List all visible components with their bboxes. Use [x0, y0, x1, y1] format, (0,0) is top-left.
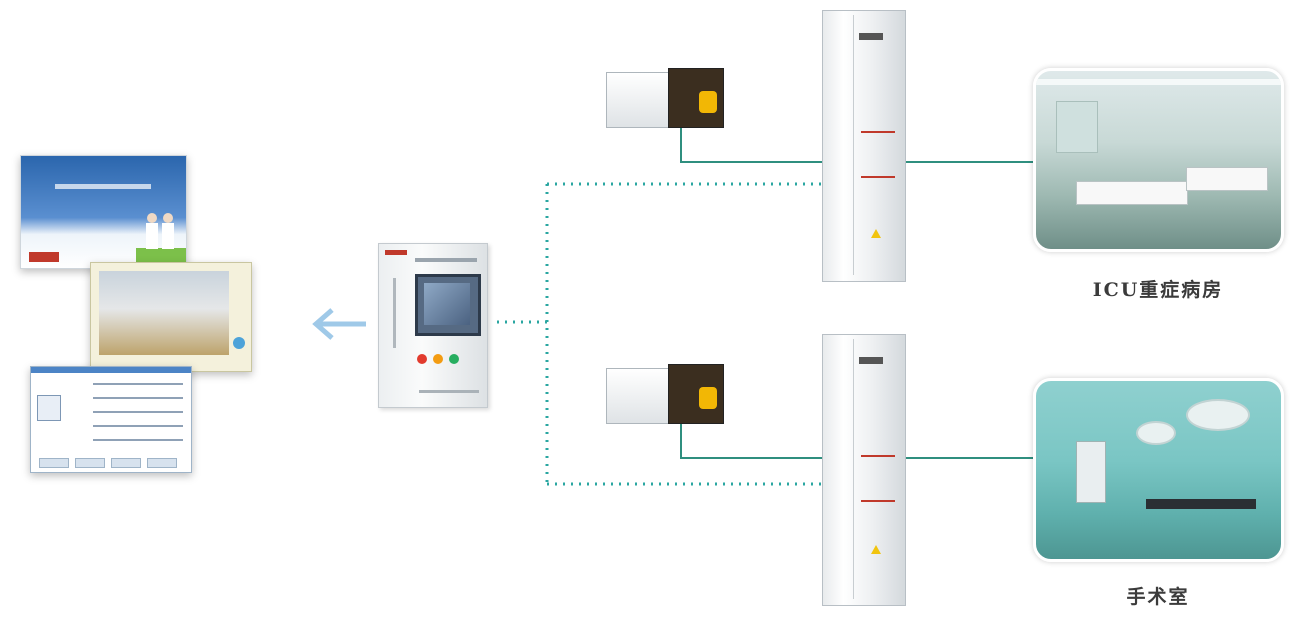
footer-tab	[147, 458, 177, 468]
hospital-bed	[1186, 167, 1268, 191]
ats-switch-icon	[606, 364, 724, 426]
cabinet-indicator-strip	[861, 500, 895, 502]
ats-switch-icon	[606, 68, 724, 130]
controller-screen	[415, 274, 481, 336]
screenshot-title-bar	[55, 184, 151, 189]
diagram-row	[93, 439, 183, 441]
icu-ward-photo	[1033, 68, 1284, 252]
controller-panel-icon	[378, 243, 488, 408]
software-screenshot-system-diagram	[30, 366, 192, 473]
doctor-figures-icon	[136, 213, 186, 266]
controller-side-text	[393, 278, 396, 348]
cabinet-nameplate	[859, 357, 883, 364]
warning-icon	[871, 229, 881, 238]
ats-body	[606, 368, 674, 424]
cabinet-door	[853, 339, 902, 599]
ward-3d-view	[99, 271, 229, 355]
cabinet-door	[853, 15, 902, 275]
diagram-row	[93, 425, 183, 427]
cabinet-indicator-strip	[861, 176, 895, 178]
hospital-bed	[1076, 181, 1188, 205]
warning-icon	[871, 545, 881, 554]
footer-tab	[39, 458, 69, 468]
brand-logo	[29, 252, 59, 262]
diagram-row	[93, 397, 183, 399]
surgical-lamp	[1186, 399, 1250, 431]
diagram-row	[93, 383, 183, 385]
operating-table	[1146, 499, 1256, 509]
controller-logo	[385, 250, 407, 255]
green-button-icon	[449, 354, 459, 364]
orange-button-icon	[433, 354, 443, 364]
ats-controller	[668, 68, 724, 128]
location-label-or: 手术室	[1126, 586, 1190, 608]
cabinet-indicator-strip	[861, 131, 895, 133]
cabinet-indicator-strip	[861, 455, 895, 457]
software-screenshot-login	[20, 155, 187, 269]
operating-room-photo	[1033, 378, 1284, 562]
wall-panel	[1056, 101, 1098, 153]
surgical-lamp	[1136, 421, 1176, 445]
ats-body	[606, 72, 674, 128]
ats-controller	[668, 364, 724, 424]
device-icon	[37, 395, 61, 421]
it-isolation-cabinet-icon	[822, 334, 906, 606]
software-screenshot-ward-view	[90, 262, 252, 372]
left-arrow-icon	[312, 308, 366, 340]
cabinet-nameplate	[859, 33, 883, 40]
footer-tab	[75, 458, 105, 468]
screenshot-header	[31, 367, 191, 373]
footer-tab	[111, 458, 141, 468]
it-isolation-cabinet-icon	[822, 10, 906, 282]
ceiling-light	[1036, 79, 1281, 85]
diagram-row	[93, 411, 183, 413]
location-label-icu: ICU重症病房	[1092, 279, 1224, 301]
red-button-icon	[417, 354, 427, 364]
ward-logo-icon	[233, 337, 245, 349]
controller-footer-text	[419, 390, 479, 393]
controller-title-strip	[415, 258, 477, 262]
anesthesia-machine	[1076, 441, 1106, 503]
